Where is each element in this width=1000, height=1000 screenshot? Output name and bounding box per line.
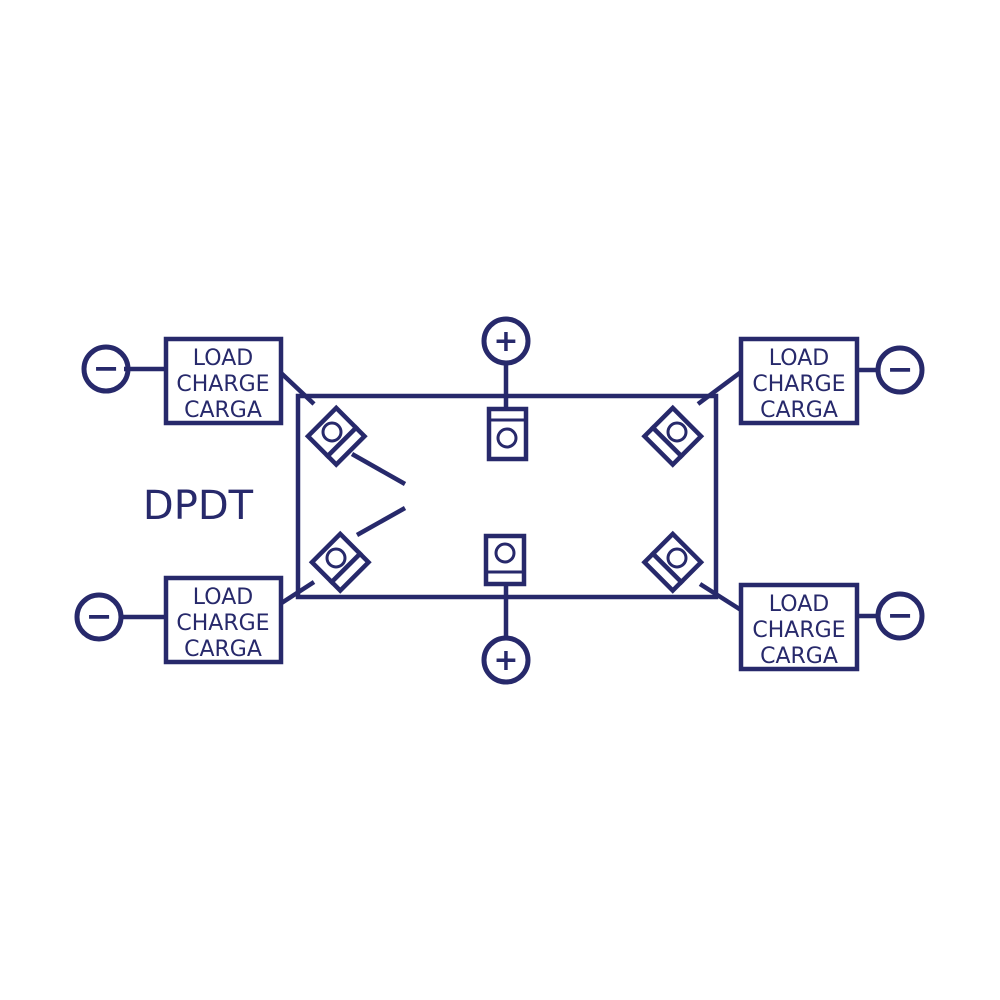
- load-label-line-3: CARGA: [760, 398, 838, 423]
- load-box-bottom-left: LOAD CHARGE CARGA: [163, 575, 284, 665]
- negative-terminal-top-right: −: [875, 345, 925, 395]
- negative-terminal-bottom-right: −: [875, 591, 925, 641]
- negative-symbol: −: [86, 597, 113, 635]
- load-label-line-2: CHARGE: [752, 618, 845, 643]
- positive-symbol: +: [493, 643, 518, 678]
- terminal-top-right: [641, 404, 705, 468]
- negative-symbol: −: [887, 596, 914, 634]
- positive-terminal-bottom: +: [481, 635, 531, 685]
- negative-symbol: −: [93, 349, 120, 387]
- load-label-line-2: CHARGE: [176, 611, 269, 636]
- load-box-bottom-right: LOAD CHARGE CARGA: [738, 582, 860, 672]
- load-label-line-2: CHARGE: [176, 372, 269, 397]
- negative-terminal-top-left: −: [81, 344, 131, 394]
- terminal-top-left: [304, 404, 368, 468]
- switch-blade: [350, 452, 407, 537]
- positive-symbol: +: [493, 324, 518, 359]
- negative-symbol: −: [887, 350, 914, 388]
- load-label-line-3: CARGA: [184, 398, 262, 423]
- diagram-title: DPDT: [143, 483, 254, 529]
- load-label-line-1: LOAD: [193, 585, 253, 610]
- load-label-line-3: CARGA: [760, 644, 838, 669]
- load-label-line-1: LOAD: [769, 592, 829, 617]
- positive-terminal-top: +: [481, 316, 531, 366]
- terminal-bottom-right: [641, 530, 705, 594]
- negative-terminal-bottom-left: −: [74, 592, 124, 642]
- terminal-top-center: [486, 406, 529, 462]
- load-label-line-1: LOAD: [193, 346, 253, 371]
- terminal-bottom-center: [483, 533, 527, 587]
- load-label-line-1: LOAD: [769, 346, 829, 371]
- load-box-top-right: LOAD CHARGE CARGA: [738, 336, 860, 426]
- load-label-line-2: CHARGE: [752, 372, 845, 397]
- load-box-top-left: LOAD CHARGE CARGA: [163, 336, 284, 426]
- terminal-bottom-left: [308, 530, 372, 594]
- load-label-line-3: CARGA: [184, 637, 262, 662]
